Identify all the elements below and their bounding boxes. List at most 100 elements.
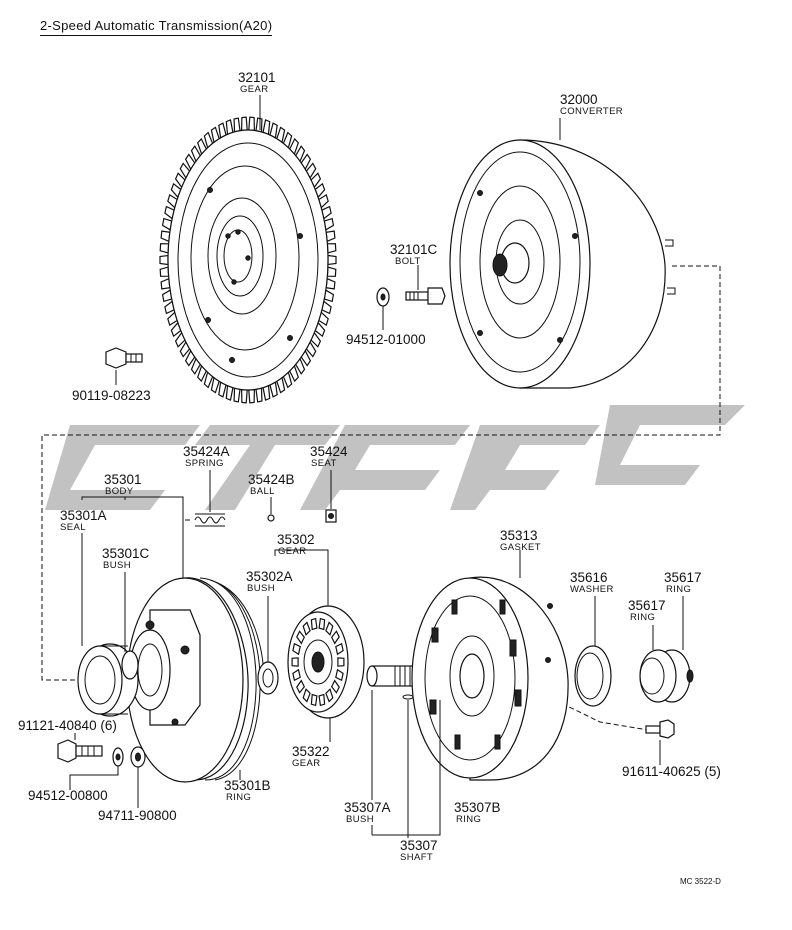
bolt-90119-08223 [105,347,143,369]
label-35616: 35616 WASHER [570,570,613,595]
label-94512-01000: 94512-01000 [346,332,426,347]
lock-washer-94512-00800 [112,747,124,767]
gear-tooth [335,642,344,656]
pump-body-35301 [126,577,265,783]
label-35424a: 35424A SPRING [183,444,230,469]
svg-text:35307: 35307 [400,838,438,853]
bush-35302a [257,661,279,695]
gear-tooth [327,254,337,266]
gear-tooth [292,668,301,682]
bolt-91121-40840 [57,739,103,763]
gear-tooth [335,668,344,682]
seal-ring-35617 [639,649,694,703]
svg-text:BUSH: BUSH [247,583,275,594]
svg-text:35617: 35617 [628,598,666,613]
gear-tooth [291,657,299,667]
diagram-title: 2-Speed Automatic Transmission(A20) [40,18,273,36]
stator-support-35313 [411,576,569,781]
svg-text:35301: 35301 [104,472,142,487]
label-35302a: 35302A BUSH [246,569,293,594]
drawing-number: MC 3522-D [680,877,721,886]
drive-gear-35302 [287,605,365,719]
gear-tooth [302,621,311,636]
leader-lines [69,95,684,838]
bolt-91611-40625 [645,719,675,739]
gear-tooth [159,254,169,266]
gear-tooth [159,266,170,277]
gear-tooth [310,693,318,707]
washer-94512-01000 [376,287,390,307]
gear-tooth [330,630,340,645]
svg-text:GEAR: GEAR [278,546,307,557]
svg-text:BOLT: BOLT [395,256,421,267]
gear-tooth [330,679,340,694]
bush-35301c [121,650,139,680]
label-35313: 35313 GASKET [500,528,541,553]
gear-tooth [159,243,170,254]
svg-text:RING: RING [226,792,251,803]
svg-text:35616: 35616 [570,570,608,585]
svg-text:BODY: BODY [105,486,134,497]
svg-text:90119-08223: 90119-08223 [72,388,151,403]
thrust-washer-35616 [574,645,612,707]
svg-text:BALL: BALL [250,486,275,497]
svg-text:GASKET: GASKET [500,542,541,553]
svg-text:35313: 35313 [500,528,538,543]
gear-tooth [325,621,334,636]
gear-tooth [318,693,326,707]
gear-tooth [326,243,337,254]
svg-text:94711-90800: 94711-90800 [98,808,177,823]
svg-text:94512-00800: 94512-00800 [28,788,108,803]
label-32101c: 32101C BOLT [390,242,438,267]
svg-text:RING: RING [666,584,691,595]
watermark-logo [45,405,745,510]
label-35307b: 35307B RING [454,800,501,825]
svg-text:35307A: 35307A [344,800,391,815]
gear-tooth [233,387,241,403]
dashed-assembly-line-2 [182,519,190,580]
gear-tooth [240,388,248,404]
svg-text:35307B: 35307B [454,800,501,815]
gear-tooth [292,642,301,656]
svg-text:35302A: 35302A [246,569,293,584]
dashed-assembly-line [41,265,721,681]
dashed-assembly-line-3 [554,699,649,731]
label-35617-upper: 35617 RING [664,570,702,595]
label-94711-90800: 94711-90800 [98,808,177,823]
svg-text:35301C: 35301C [102,546,150,561]
gear-tooth [248,388,256,404]
svg-text:SEAL: SEAL [60,522,86,533]
svg-text:35301A: 35301A [60,508,107,523]
gear-tooth [318,617,326,631]
label-35617-lower: 35617 RING [628,598,666,623]
ring-gear-32101 [159,116,337,404]
label-35424b: 35424B BALL [248,472,295,497]
gear-tooth [296,679,306,694]
bolt-32101c [405,287,446,305]
svg-text:RING: RING [456,814,481,825]
label-35307a: 35307A BUSH [344,800,391,825]
svg-text:BUSH: BUSH [103,560,131,571]
svg-text:32101: 32101 [238,70,276,85]
gear-tooth [255,387,263,403]
gear-tooth [302,688,311,703]
svg-text:BUSH: BUSH [346,814,374,825]
gear-tooth [240,116,248,132]
svg-text:35617: 35617 [664,570,702,585]
svg-text:35424A: 35424A [183,444,230,459]
seat-35424 [325,509,337,523]
ball-35424b [267,514,275,522]
svg-text:32101C: 32101C [390,242,438,257]
svg-text:GEAR: GEAR [240,84,269,95]
svg-text:32000: 32000 [560,92,598,107]
gear-tooth [326,266,337,277]
svg-text:SHAFT: SHAFT [400,852,433,863]
svg-text:35424: 35424 [310,444,348,459]
label-91121-40840: 91121-40840 (6) [18,718,117,733]
label-90119-08223: 90119-08223 [72,388,151,403]
svg-text:35322: 35322 [292,744,330,759]
label-94512-00800: 94512-00800 [28,788,108,803]
label-32101: 32101 GEAR [238,70,276,95]
label-35307: 35307 SHAFT [400,838,438,863]
